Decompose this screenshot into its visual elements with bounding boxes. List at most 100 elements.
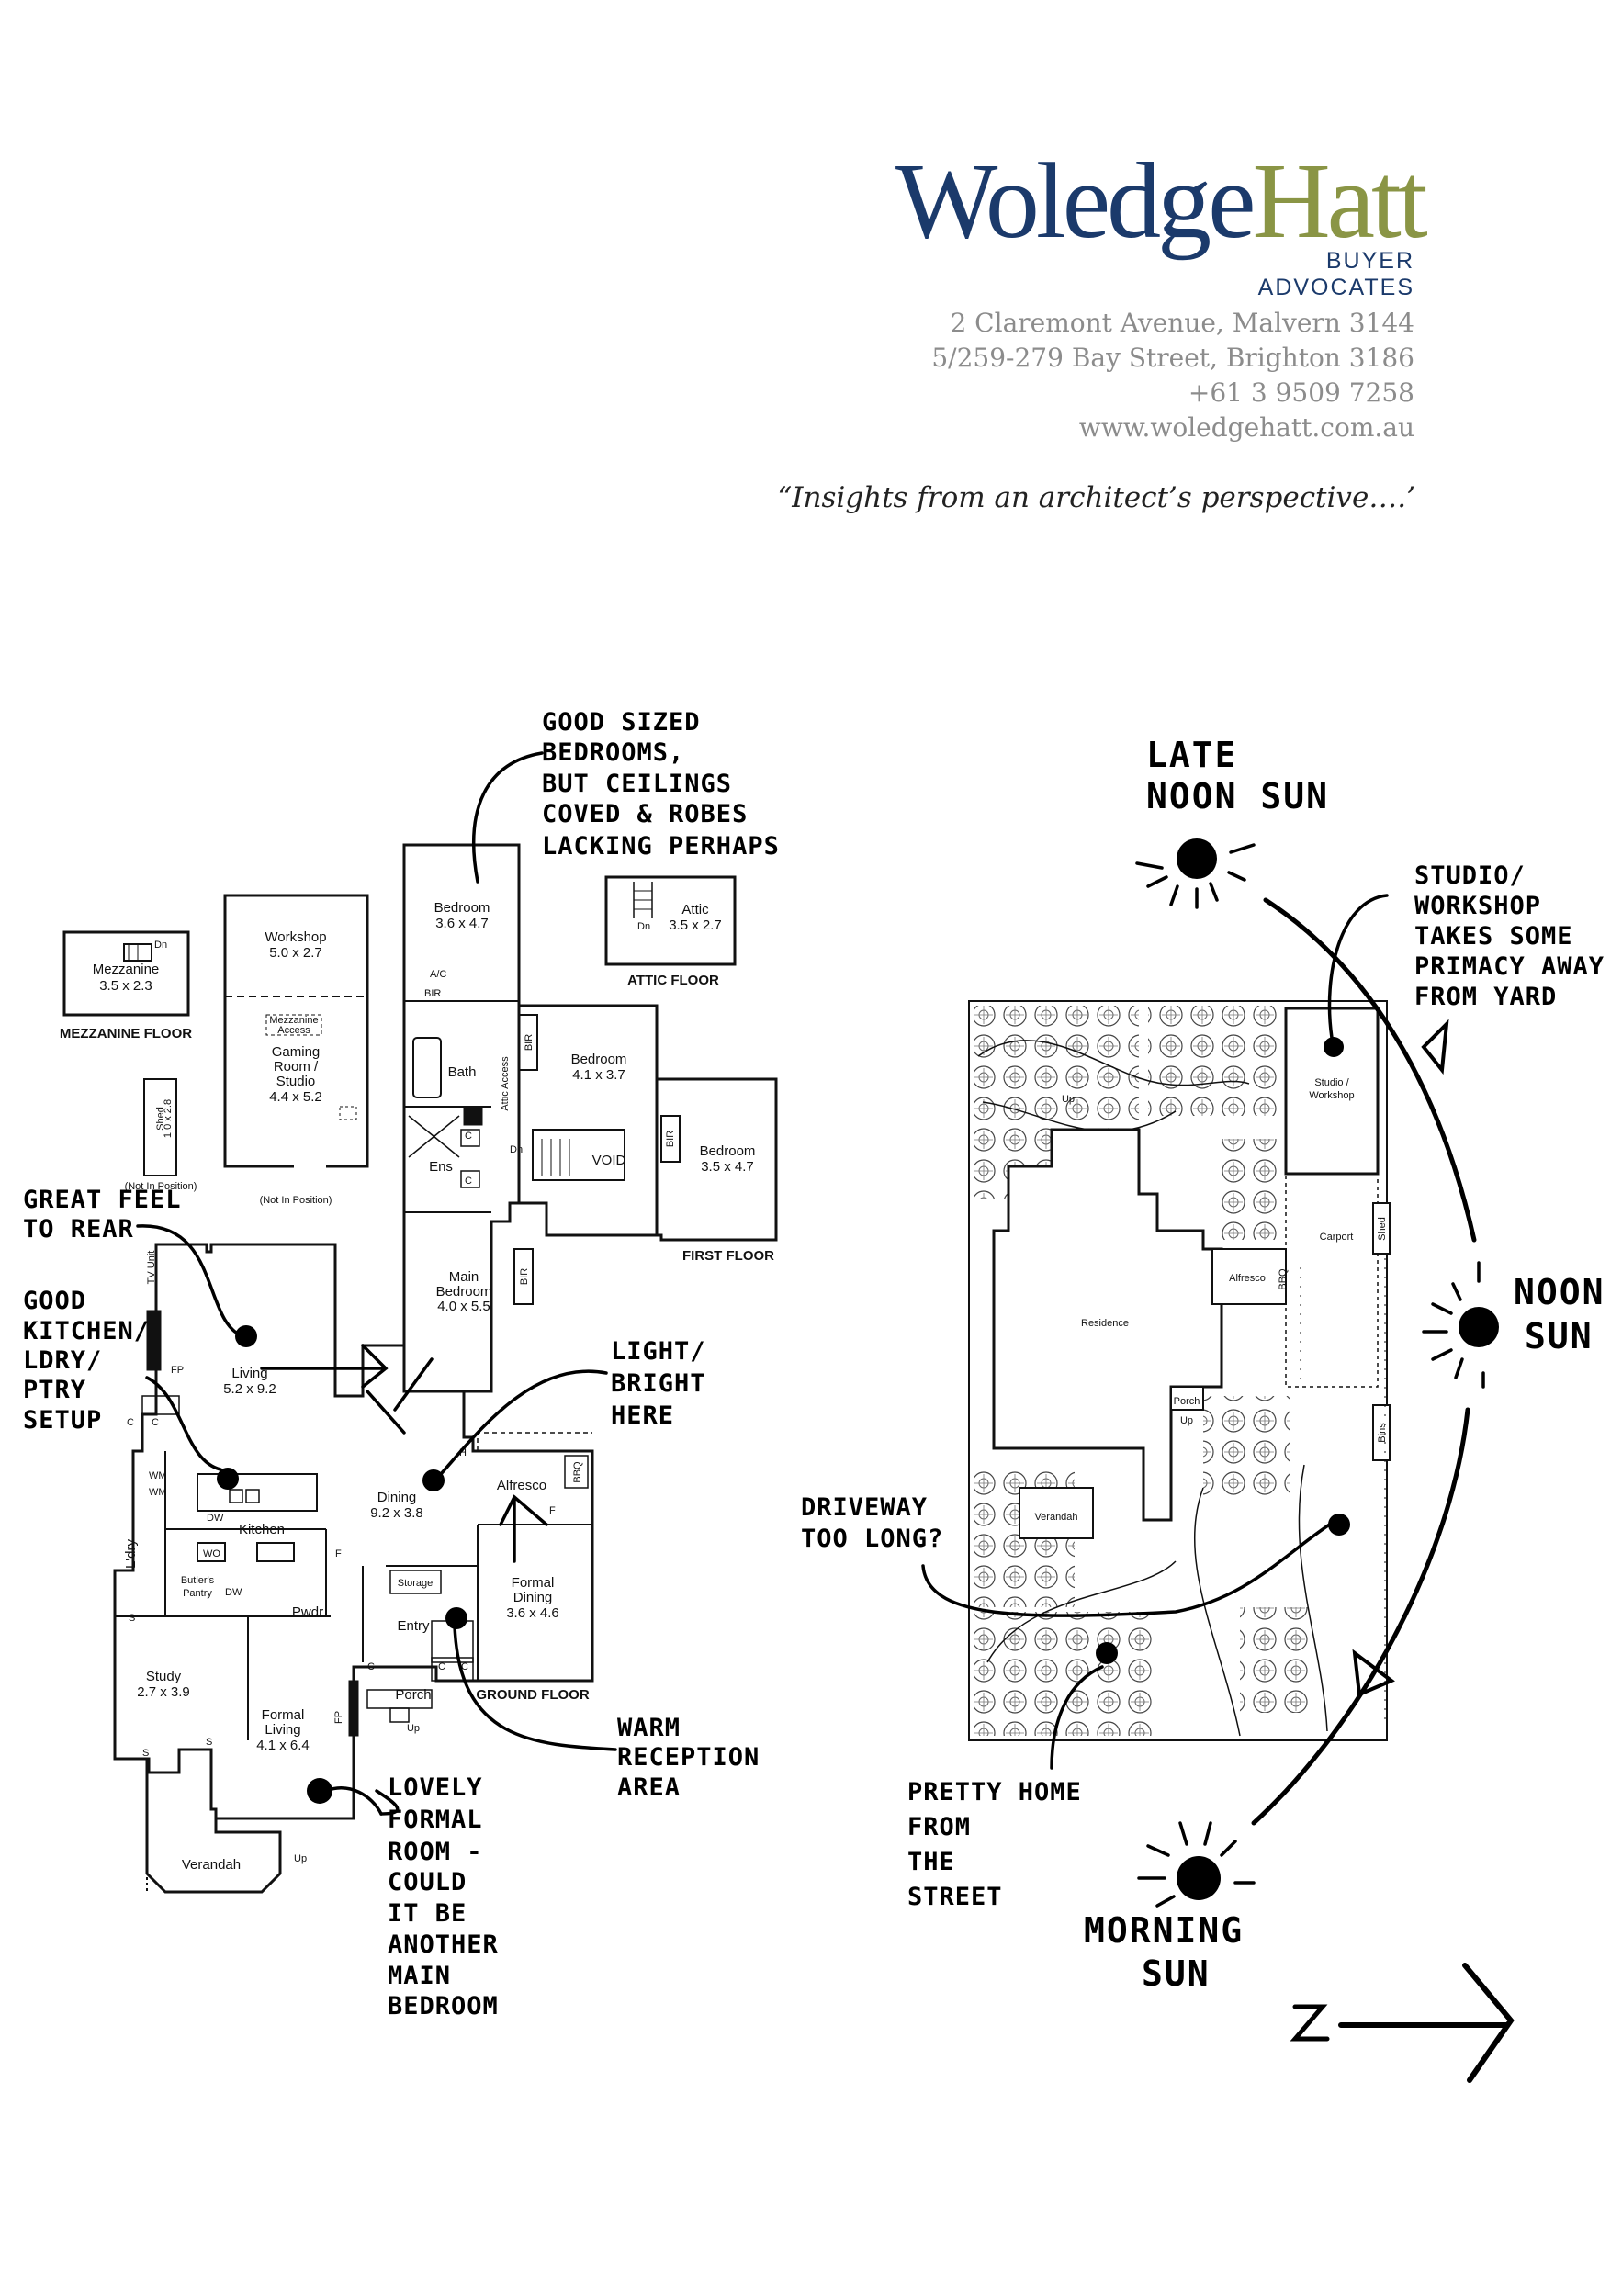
verandah-label: Verandah: [182, 1857, 241, 1873]
dining-label: Dining: [377, 1490, 417, 1505]
late-noon-sun-rays: [1135, 843, 1256, 909]
attic-floor-label: ATTIC FLOOR: [627, 973, 719, 988]
s-label-1: S: [129, 1613, 135, 1624]
note-formal-6: ANOTHER: [388, 1930, 499, 1959]
note-bedrooms-3: BUT CEILINGS: [542, 770, 732, 798]
ensuite-label: Ens: [429, 1159, 453, 1175]
late-noon-sun-icon: [1177, 838, 1217, 879]
porch-label: Porch: [395, 1687, 431, 1703]
site-up-label-1: Up: [1180, 1415, 1193, 1426]
ground-floor: [113, 1243, 594, 1894]
bedroom-2-size: 4.1 x 3.7: [572, 1067, 625, 1083]
c-label-7: C: [461, 1661, 468, 1672]
sun-path-arc-2: [1251, 1407, 1470, 1826]
study-label: Study: [146, 1669, 182, 1684]
gaming-label-1: Gaming: [272, 1044, 321, 1060]
note-great-feel-2: TO REAR: [23, 1215, 134, 1244]
arrow-up-alfresco: [499, 1494, 548, 1563]
good-kitchen-leader: [145, 1376, 222, 1471]
note-studio-3: TAKES SOME: [1414, 922, 1573, 951]
note-great-feel-1: GREAT FEEL: [23, 1186, 182, 1214]
note-formal-1: LOVELY: [388, 1773, 483, 1802]
note-pretty-2: FROM: [907, 1813, 971, 1841]
great-feel-dot: [235, 1325, 257, 1347]
note-formal-2: FORMAL: [388, 1806, 483, 1834]
wm-label-2: WM: [149, 1487, 167, 1498]
note-formal-5: IT BE: [388, 1899, 467, 1928]
shed-not-in-position: (Not In Position): [125, 1181, 197, 1192]
first-floor-label: FIRST FLOOR: [682, 1248, 774, 1264]
butlers-pantry-label-1: Butler's: [181, 1575, 215, 1586]
logo-text-woledge: Woledge: [895, 141, 1256, 261]
note-driveway-2: TOO LONG?: [801, 1525, 943, 1553]
morning-sun-icon: [1177, 1856, 1221, 1900]
note-bedrooms-1: GOOD SIZED: [542, 708, 701, 737]
formal-living-label-1: Formal: [262, 1707, 305, 1723]
site-shed-label: Shed: [1377, 1217, 1388, 1241]
north-arrow-icon: [1338, 1963, 1515, 2083]
c-label-6: C: [438, 1661, 445, 1672]
bir-label-2: BIR: [524, 1034, 535, 1051]
noon-sun-icon: [1459, 1307, 1499, 1347]
alfresco-label: Alfresco: [497, 1478, 546, 1493]
dw-label-2: DW: [225, 1587, 242, 1598]
note-late-noon-1: LATE: [1146, 735, 1238, 775]
bedroom-1-size: 3.6 x 4.7: [435, 916, 489, 931]
site-up-label-2: Up: [1062, 1094, 1075, 1105]
formal-living-label-2: Living: [265, 1722, 300, 1738]
bedroom-note-leader: [472, 751, 544, 884]
main-bedroom-label-2: Bedroom: [436, 1284, 492, 1300]
lovely-formal-dot: [307, 1778, 332, 1804]
attic-size: 3.5 x 2.7: [669, 917, 722, 933]
bir-label-1: BIR: [424, 988, 441, 999]
note-formal-7: MAIN: [388, 1962, 451, 1990]
light-bright-leader: [439, 1369, 608, 1476]
ground-floor-label: GROUND FLOOR: [476, 1687, 589, 1703]
formal-dining-label-2: Dining: [513, 1590, 553, 1605]
s-label-3: S: [206, 1737, 212, 1748]
first-floor: [402, 843, 778, 1393]
residence-outline: [992, 1128, 1223, 1522]
note-bedrooms-5: LACKING PERHAPS: [542, 832, 780, 861]
note-formal-3: ROOM -: [388, 1838, 483, 1866]
shed-size: 1.0 x 2.8: [163, 1099, 174, 1138]
sun-arrow-1: [1421, 1019, 1449, 1075]
formal-dining-label-1: Formal: [512, 1575, 555, 1591]
note-reception-2: RECEPTION: [617, 1743, 760, 1772]
site-carport-label: Carport: [1320, 1232, 1354, 1243]
gaming-label-2: Room /: [274, 1059, 319, 1075]
workshop-label: Workshop: [265, 929, 326, 945]
tv-unit-label: TV Unit: [146, 1251, 157, 1285]
wo-label: WO: [203, 1548, 220, 1559]
floor-plan: Mezzanine 3.5 x 2.3 MEZZANINE FLOOR Dn W…: [60, 843, 778, 1894]
north-letter-mark: [1290, 2004, 1330, 2042]
bir-label-3: BIR: [665, 1131, 676, 1147]
sun-path-arc-1: [1263, 897, 1477, 1243]
verandah-up-label: Up: [294, 1853, 307, 1864]
s-label-2: S: [142, 1748, 149, 1759]
bir-label-4: BIR: [519, 1268, 530, 1285]
driveway-leader: [921, 1518, 1338, 1617]
address-brighton: 5/259-279 Bay Street, Brighton 3186: [931, 343, 1414, 373]
website-link[interactable]: www.woledgehatt.com.au: [1078, 412, 1414, 443]
note-morning-1: MORNING: [1084, 1910, 1244, 1951]
studio-note-dot: [1324, 1037, 1344, 1057]
logo-text-hatt: Hatt: [1252, 141, 1427, 261]
entry-label: Entry: [397, 1618, 430, 1634]
mezzanine-floor-label: MEZZANINE FLOOR: [60, 1026, 192, 1041]
note-formal-4: COULD: [388, 1868, 467, 1896]
mezzanine-access-label: Mezzanine: [269, 1015, 318, 1026]
woledgehatt-logo: WoledgeHatt: [895, 147, 1428, 255]
arrow-rear-2: [366, 1357, 434, 1435]
bedroom-3-label: Bedroom: [700, 1143, 756, 1159]
phone-number: +61 3 9509 7258: [1188, 377, 1414, 408]
laundry-label: L'dry: [123, 1538, 139, 1569]
bbq-label: BBQ: [572, 1461, 583, 1483]
note-formal-8: BEDROOM: [388, 1992, 499, 2020]
bedroom-3-size: 3.5 x 4.7: [701, 1159, 754, 1175]
bedroom-2-label: Bedroom: [571, 1052, 627, 1067]
note-kitchen-2: KITCHEN/: [23, 1317, 150, 1345]
note-bedrooms-2: BEDROOMS,: [542, 738, 684, 767]
note-studio-1: STUDIO/: [1414, 861, 1526, 890]
